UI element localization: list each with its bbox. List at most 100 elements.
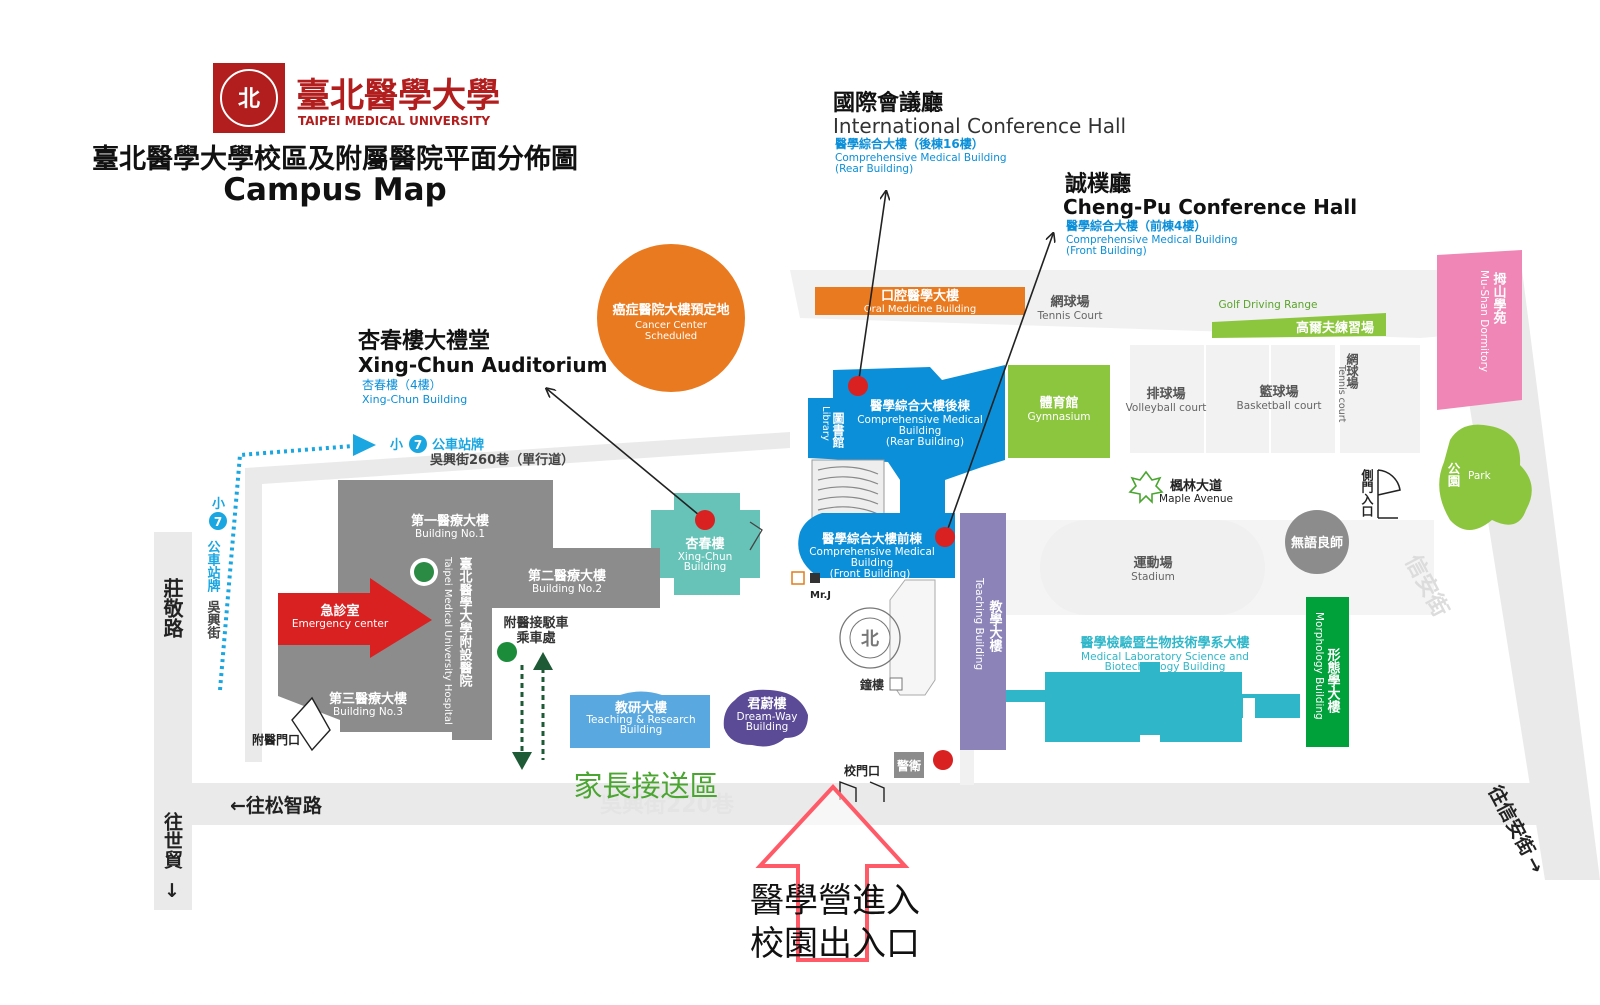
dreamway-building: 君蔚樓 Dream-Way Building [723, 689, 808, 747]
golf-driving-range: Golf Driving Range 高爾夫練習場 [1212, 299, 1386, 338]
chengpu-sub-zh: 醫學綜合大樓（前棟4樓） [1066, 218, 1206, 233]
rear-en3: (Rear Building) [886, 436, 964, 448]
front-zh: 醫學綜合大樓前棟 [822, 531, 923, 546]
shimao-road-label: 往世貿 [161, 811, 183, 870]
bus-left-pre: 小 [212, 497, 225, 512]
dorm-shape [1437, 250, 1522, 410]
volleyball-en: Volleyball court [1126, 402, 1207, 414]
maple-avenue: 楓林大道 Maple Avenue [1128, 470, 1233, 505]
xingchun-sub-zh: 杏春樓（4樓） [362, 377, 442, 392]
hospital-shape [278, 480, 660, 740]
logo-calligraphy: 臺北醫學大學 [296, 76, 500, 116]
golf-shape [1212, 313, 1386, 338]
front-en2: Building [851, 557, 894, 569]
teaching-research-building: 教研大樓 Teaching & Research Building [570, 691, 710, 748]
park-shape [1439, 424, 1532, 530]
stadium-en: Stadium [1131, 571, 1175, 583]
library-zh: 圖書館 [831, 412, 845, 449]
medlab-building: 醫學檢驗暨生物技術學系大樓 Medical Laboratory Science… [1006, 635, 1300, 742]
bus-7-icon-top [409, 435, 427, 453]
hospital-gate: 附醫門口 [252, 696, 331, 752]
callout-international: 國際會議廳 International Conference Hall 醫學綜合… [833, 90, 1126, 175]
guard-post [894, 752, 924, 778]
mrj-icon [810, 573, 820, 583]
teaching-building: 教學大樓 Teaching Building [960, 513, 1006, 750]
emergency-en: Emergency center [292, 618, 389, 630]
side-gate-zh: 側門入口 [1360, 468, 1374, 518]
chengpu-hall-en: Cheng-Pu Conference Hall [1063, 195, 1357, 219]
medlab-zh: 醫學檢驗暨生物技術學系大樓 [1080, 635, 1249, 651]
golf-zh: 高爾夫練習場 [1296, 320, 1374, 336]
cancer-en1: Cancer Center [635, 320, 708, 331]
header: 北 臺北醫學大學 TAIPEI MEDICAL UNIVERSITY 臺北醫學大… [92, 63, 578, 208]
wuyu-liangshi-zh: 無語良師 [1291, 535, 1343, 551]
park: 公園 Park [1439, 424, 1532, 530]
dreamway-zh: 君蔚樓 [747, 696, 786, 712]
bus-top-label: 公車站牌 [432, 437, 484, 453]
emergency-shape [278, 578, 432, 658]
shuttle-arrow-down [512, 752, 532, 770]
bell-tower-path [889, 579, 936, 696]
medlab-en1: Medical Laboratory Science and [1081, 651, 1249, 663]
xinan-road [1448, 270, 1600, 880]
chengpu-sub-en1: Comprehensive Medical Building [1066, 234, 1238, 246]
gymnasium-zh: 體育館 [1039, 395, 1078, 411]
seal-mark: 北 [238, 87, 260, 112]
callout-chengpu: 誠樸廳 Cheng-Pu Conference Hall 醫學綜合大樓（前棟4樓… [1063, 171, 1357, 257]
emergency-zh: 急診室 [320, 603, 359, 619]
bus-7-top: 7 [414, 438, 422, 452]
tr-en2: Building [620, 724, 663, 736]
hospital-gate-zh: 附醫門口 [252, 732, 300, 747]
chengpu-hall-zh: 誠樸廳 [1065, 171, 1131, 197]
oral-medicine-building: 口腔醫學大樓 Oral Medicine Building [815, 287, 1025, 315]
lane-label: 吳興街260巷（單行道） [429, 452, 574, 468]
rear-en2: Building [899, 425, 942, 437]
hospital-logo-inner [414, 562, 434, 582]
shuttle-arrow-up [533, 652, 553, 670]
emergency-center: 急診室 Emergency center [278, 578, 432, 658]
oral-zh: 口腔醫學大樓 [881, 288, 959, 304]
hospital-en: Taipei Medical University Hospital [442, 556, 453, 725]
wuyu-liangshi-shape [1285, 510, 1349, 574]
bell-tower-icon [889, 677, 903, 691]
xingchun-auditorium-en: Xing-Chun Auditorium [358, 353, 607, 377]
xingchun-door-icon [749, 521, 763, 551]
front-building-shape [798, 513, 955, 578]
bus-7-left: 7 [214, 515, 222, 529]
xingchun-zh: 杏春樓 [685, 536, 724, 552]
leader-xingchun [547, 389, 706, 521]
chengpu-sub-en2: (Front Building) [1066, 245, 1147, 257]
basketball-en: Basketball court [1237, 400, 1322, 412]
dorm-zh: 拇山學苑 [1491, 271, 1508, 325]
shuttle-stop: 附醫接駁車 乘車處 [497, 615, 569, 770]
auditorium-seating [811, 459, 885, 519]
golf-en: Golf Driving Range [1219, 299, 1318, 311]
bus-left-label: 公車站牌 [205, 540, 221, 593]
zhuangjing-road [154, 532, 192, 910]
building3-zh: 第三醫療大樓 [329, 691, 407, 707]
xingchun-building: 杏春樓 Xing-Chun Building [651, 493, 763, 595]
teaching-zh: 教學大樓 [987, 599, 1004, 653]
guard-marker [933, 750, 953, 770]
front-en1: Comprehensive Medical [809, 546, 935, 558]
dreamway-en1: Dream-Way [736, 711, 797, 723]
tennis-court-zh: 網球場 [1050, 294, 1089, 310]
dorm-en: Mu-Shan Dormitory [1478, 270, 1490, 372]
callout-xingchun: 杏春樓大禮堂 Xing-Chun Auditorium 杏春樓（4樓） Xing… [358, 328, 607, 406]
shimao-arrow: ↓ [164, 880, 180, 902]
morphology-shape [1306, 597, 1349, 747]
medlab-notch [1243, 698, 1255, 718]
rear-building-shape [808, 365, 1005, 522]
main-gate-zh: 校門口 [844, 763, 880, 778]
xingchun-en1: Xing-Chun [678, 551, 733, 563]
maple-zh: 楓林大道 [1170, 478, 1222, 494]
teaching-en: Teaching Building [973, 577, 985, 670]
shimao-label-wrap: 往世貿 [161, 811, 183, 870]
mrj-label: Mr.J [810, 590, 831, 601]
hospital-gate-icon [291, 696, 331, 752]
tr-shape [570, 691, 710, 748]
comprehensive-rear-building: 醫學綜合大樓後棟 Comprehensive Medical Building … [808, 365, 1005, 522]
building1-zh: 第一醫療大樓 [411, 513, 489, 529]
